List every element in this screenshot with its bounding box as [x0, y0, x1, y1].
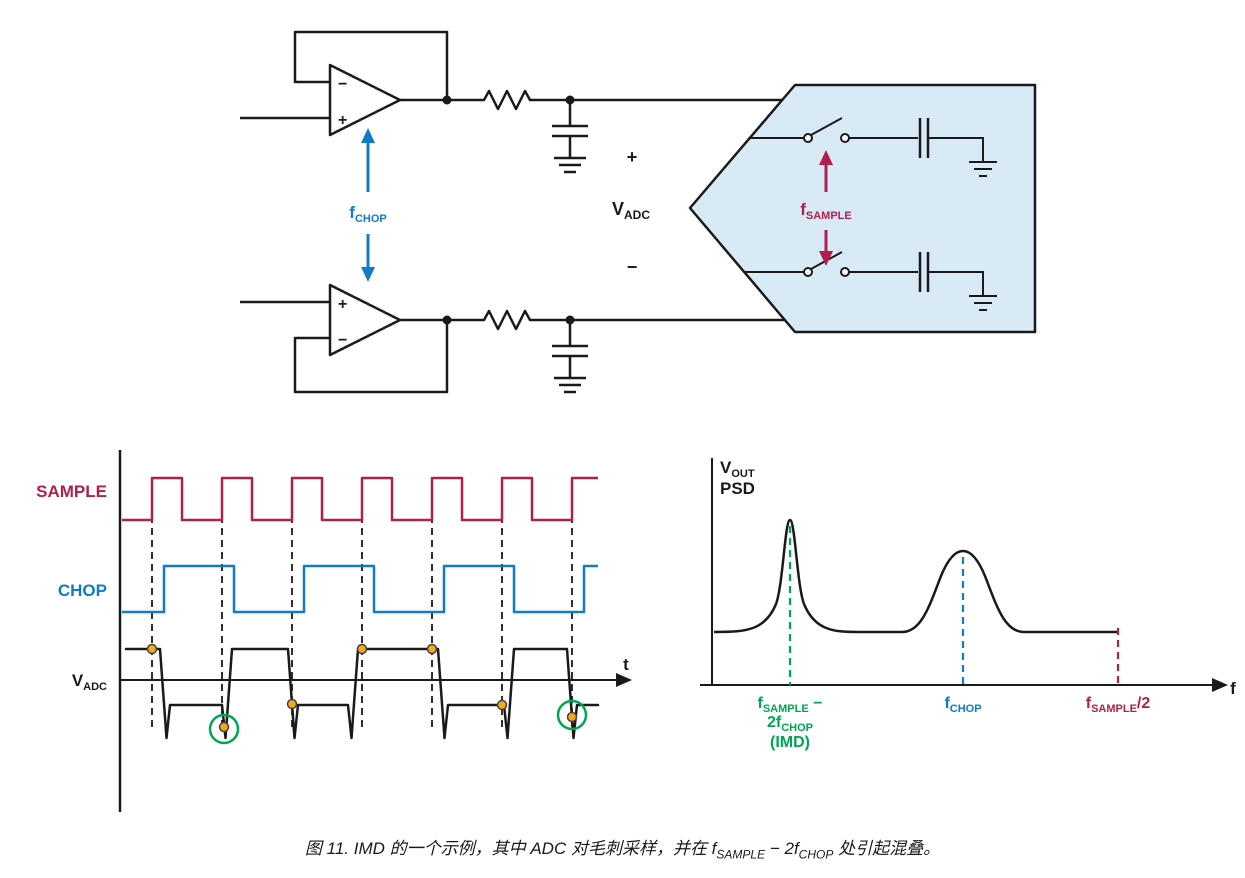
adc-body [688, 83, 1037, 334]
fchop-frequency-label: fCHOP [944, 695, 981, 715]
figure-caption: 图 11. IMD 的一个示例，其中 ADC 对毛刺采样，并在 fSAMPLE … [0, 834, 1245, 861]
resistor-top [400, 89, 570, 111]
imd-label-line2: 2fCHOP [767, 714, 813, 734]
sample-dot [426, 643, 438, 655]
caption-sub-sample: SAMPLE [716, 847, 766, 862]
fchop-label: fCHOP [349, 203, 386, 225]
caption-text: 图 11. IMD 的一个示例，其中 ADC 对毛刺采样，并在 f [304, 839, 717, 858]
feedback-wire-bottom [293, 320, 449, 394]
sample-dot [356, 643, 368, 655]
t-label: t [623, 655, 629, 674]
switch-terminal [803, 267, 813, 277]
psd-curve [713, 518, 1118, 634]
junction-dot [442, 95, 452, 105]
sample-point-dots [146, 643, 578, 733]
sampling-instant-dashes [151, 480, 573, 730]
arrowhead-up [361, 128, 375, 143]
psd-axis-arrowhead [1212, 678, 1228, 692]
sample-dot [218, 721, 230, 733]
time-axis-arrowhead [616, 673, 632, 687]
sample-dot [566, 711, 578, 723]
glitch-highlight-circle [556, 699, 588, 731]
switch-terminal [840, 267, 850, 277]
arrowhead-down [819, 251, 833, 266]
ground-symbol [554, 136, 586, 174]
chop-label: CHOP [58, 581, 107, 600]
sampling-branch-top [750, 117, 997, 177]
arrowhead-down [361, 267, 375, 282]
nyquist-frequency-label: fSAMPLE/2 [1086, 695, 1151, 715]
sample-dot [146, 643, 158, 655]
resistor-bottom [400, 309, 570, 331]
imd-label-line1: fSAMPLE − [758, 695, 823, 715]
opamp-minus-sign: − [338, 332, 347, 349]
sample-label: SAMPLE [36, 482, 107, 501]
opamp-top: − + [240, 30, 782, 174]
opamp-plus-sign: + [338, 296, 347, 313]
sample-waveform [122, 476, 598, 522]
vadc-label: VADC [612, 199, 650, 222]
fsample-arrow: fSAMPLE [800, 150, 852, 266]
junction-dot [442, 315, 452, 325]
imd-frequency-label: fSAMPLE − 2fCHOP (IMD) [758, 695, 823, 751]
imd-label-line3: (IMD) [770, 734, 810, 751]
ground-symbol [554, 356, 586, 394]
caption-text: 处引起混叠。 [833, 839, 941, 858]
fsample-label: fSAMPLE [800, 200, 852, 222]
capacitor-top [552, 124, 588, 138]
switch-terminal [803, 133, 813, 143]
ground-symbol [928, 137, 997, 177]
switch-terminal [840, 133, 850, 143]
opamp-triangle [328, 63, 402, 137]
opamp-plus-sign: + [338, 112, 347, 129]
minus-label: − [627, 257, 638, 277]
vadc-axis-label: VADC [72, 671, 107, 693]
chop-waveform [122, 564, 598, 614]
opamp-minus-sign: − [338, 76, 347, 93]
arrowhead-up [819, 150, 833, 165]
f-axis-label: f [1230, 679, 1236, 698]
ground-symbol [928, 271, 997, 311]
sample-dot [286, 698, 298, 710]
psd-label: PSD [720, 479, 755, 498]
feedback-wire-top [293, 30, 449, 100]
sample-dot [496, 699, 508, 711]
glitch-highlight-circle [208, 713, 240, 745]
timing-diagram: SAMPLE CHOP VADC t [36, 450, 632, 812]
opamp-triangle [328, 283, 402, 357]
fchop-arrow: fCHOP [349, 128, 387, 282]
circuit-diagram: − + + − [240, 30, 1037, 394]
caption-text: − 2f [765, 839, 799, 858]
sampling-branch-bottom [744, 251, 997, 311]
vout-label: VOUT [720, 458, 755, 480]
caption-sub-chop: CHOP [798, 847, 834, 862]
switch-lever [810, 117, 843, 136]
psd-plot: f VOUT PSD fSAMPLE − 2fCHOP (IMD) fCHOP … [700, 458, 1236, 751]
capacitor-bottom [552, 344, 588, 358]
opamp-bottom: + − [240, 283, 785, 394]
plus-label: + [627, 147, 638, 167]
vadc-waveform [124, 647, 600, 740]
vadc-input-labels: + VADC − [612, 147, 650, 277]
